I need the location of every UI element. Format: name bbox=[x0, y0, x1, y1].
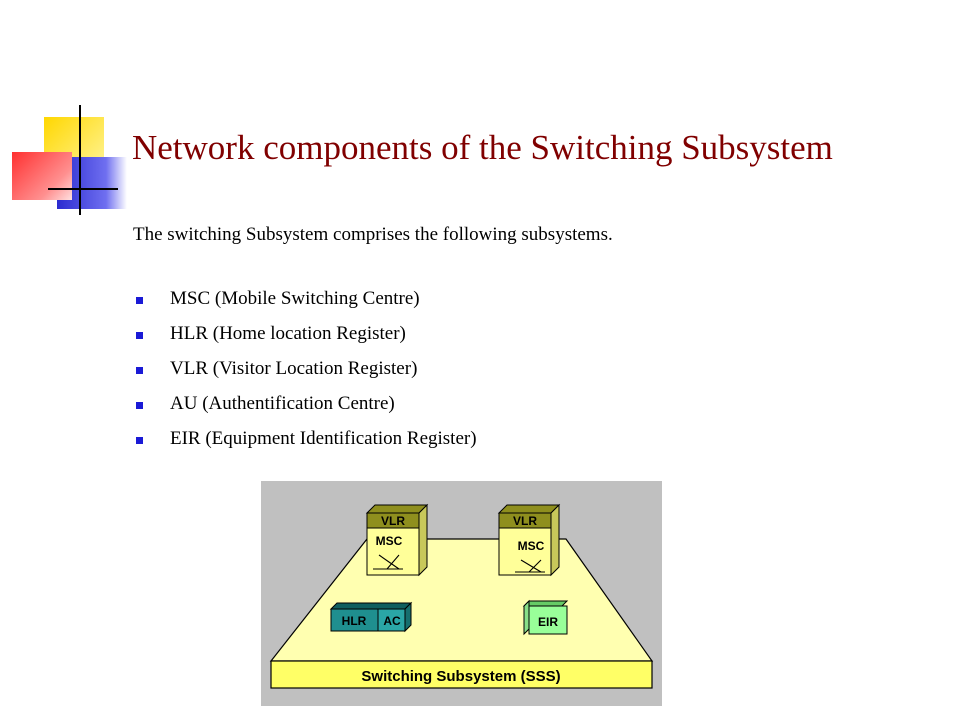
decor-red-square bbox=[12, 152, 72, 200]
eir-side bbox=[523, 599, 530, 636]
decor-vertical-line bbox=[79, 105, 81, 215]
slide-title: Network components of the Switching Subs… bbox=[132, 128, 833, 167]
eir-label: EIR bbox=[538, 615, 558, 629]
bullet-marker bbox=[136, 332, 143, 339]
base-bar bbox=[270, 660, 653, 689]
switch-right-icon bbox=[515, 559, 545, 573]
list-item-text: EIR (Equipment Identification Register) bbox=[170, 428, 477, 449]
bullet-marker bbox=[136, 297, 143, 304]
vlr-msc-left-node: VLR MSC bbox=[365, 503, 429, 577]
hlr-ac-top bbox=[329, 602, 413, 610]
msc-left-box bbox=[366, 527, 420, 576]
list-item-text: VLR (Visitor Location Register) bbox=[170, 358, 418, 379]
ac-label: AC bbox=[383, 614, 401, 628]
vlr-msc-right-node: VLR MSC bbox=[497, 503, 561, 577]
ac-box bbox=[377, 608, 406, 632]
eir-top bbox=[522, 600, 569, 607]
switch-left-icon bbox=[373, 554, 403, 570]
list-item-text: AU (Authentification Centre) bbox=[170, 393, 395, 414]
vlr-left-top bbox=[365, 504, 429, 514]
list-item-text: MSC (Mobile Switching Centre) bbox=[170, 288, 420, 309]
vlr-right-top bbox=[497, 504, 561, 514]
base-label: Switching Subsystem (SSS) bbox=[361, 668, 560, 685]
vlr-right-side bbox=[550, 503, 560, 577]
intro-text: The switching Subsystem comprises the fo… bbox=[133, 224, 613, 245]
vlr-left-side bbox=[418, 503, 428, 577]
bullet-marker bbox=[136, 402, 143, 409]
list-item-text: HLR (Home location Register) bbox=[170, 323, 406, 344]
eir-box bbox=[528, 605, 568, 635]
eir-node: EIR bbox=[522, 599, 569, 636]
msc-right-box bbox=[498, 527, 552, 576]
switching-subsystem-diagram: Switching Subsystem (SSS) VLR MSC VLR MS… bbox=[261, 481, 662, 706]
vlr-left-label: VLR bbox=[381, 514, 405, 528]
bullet-marker bbox=[136, 437, 143, 444]
hlr-ac-node: HLR AC bbox=[329, 601, 413, 633]
msc-right-label: MSC bbox=[518, 539, 545, 553]
decor-horizontal-line bbox=[48, 188, 118, 190]
vlr-right-label: VLR bbox=[513, 514, 537, 528]
hlr-label: HLR bbox=[342, 614, 367, 628]
bullet-marker bbox=[136, 367, 143, 374]
msc-left-label: MSC bbox=[376, 534, 403, 548]
